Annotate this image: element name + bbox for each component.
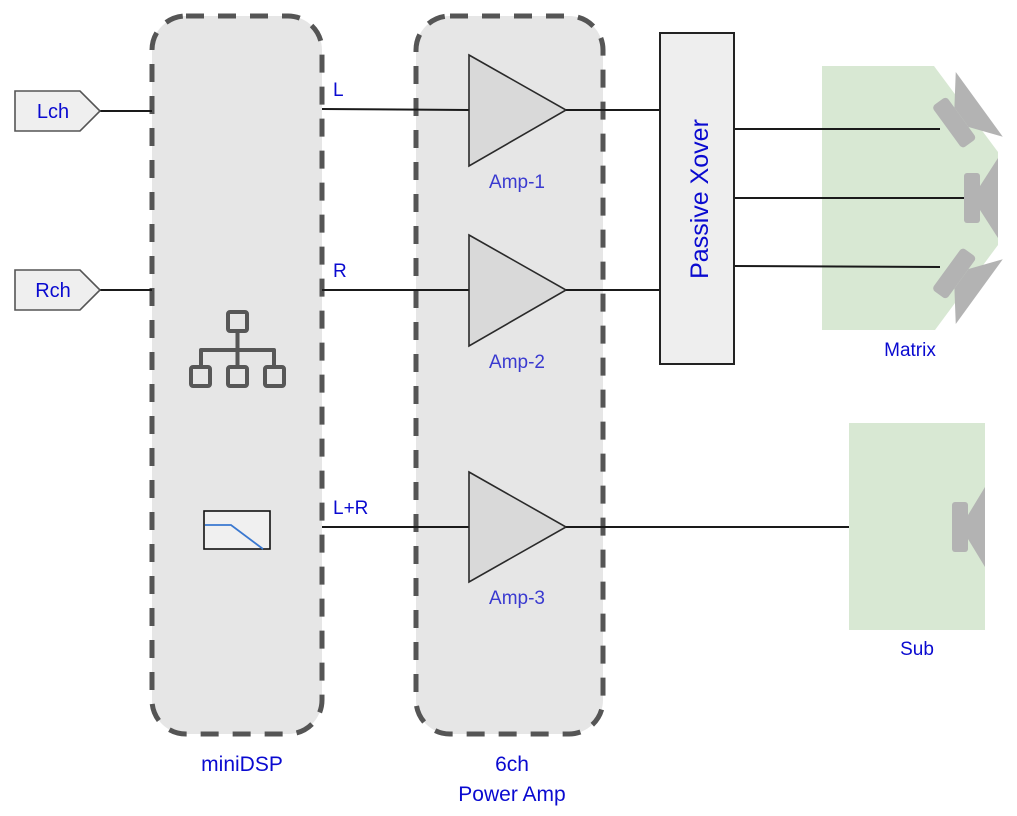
matrix-speaker[interactable]: Matrix <box>822 66 1003 361</box>
power-amp-container[interactable] <box>413 13 606 737</box>
wire-xover-to-driver-3 <box>733 265 941 268</box>
xover-label: Passive Xover <box>686 119 714 279</box>
sub-label: Sub <box>900 639 934 660</box>
power-amp-label-line2: Power Amp <box>458 783 565 806</box>
dsp-output-label-lr: L+R <box>333 498 368 519</box>
amp-2[interactable]: Amp-2 <box>468 233 568 373</box>
input-label-rch: Rch <box>35 280 71 302</box>
wire-dsp-l-to-amp1 <box>321 108 470 111</box>
sub-driver-icon <box>952 487 985 567</box>
matrix-driver-bottom-icon <box>933 248 1003 324</box>
input-port-rch[interactable]: Rch <box>14 269 102 311</box>
dsp-output-label-l: L <box>333 80 344 101</box>
amp-triangle[interactable] <box>468 233 568 348</box>
matrix-driver-middle-icon <box>964 158 998 238</box>
network-routing-icon <box>189 310 286 388</box>
amp-label: Amp-2 <box>489 352 545 373</box>
lowpass-filter-icon <box>203 510 271 550</box>
amp-triangle[interactable] <box>468 53 568 168</box>
sub-speaker[interactable]: Sub <box>849 423 985 660</box>
amp-1[interactable]: Amp-1 <box>468 53 568 193</box>
port-shape[interactable] <box>14 269 102 311</box>
amp-label: Amp-3 <box>489 588 545 609</box>
minidsp-label: miniDSP <box>201 753 283 776</box>
input-label-lch: Lch <box>37 101 69 123</box>
input-port-lch[interactable]: Lch <box>14 90 102 132</box>
matrix-driver-top-icon <box>933 72 1003 148</box>
power-amp-block[interactable] <box>413 13 606 737</box>
amp-triangle[interactable] <box>468 470 568 584</box>
amp-3[interactable]: Amp-3 <box>468 470 568 609</box>
passive-xover-block[interactable]: Passive Xover <box>659 32 735 365</box>
power-amp-label-line1: 6ch <box>495 753 529 776</box>
matrix-label: Matrix <box>884 340 936 361</box>
minidsp-block[interactable] <box>149 13 325 737</box>
xover-box[interactable] <box>659 32 735 365</box>
amp-label: Amp-1 <box>489 172 545 193</box>
minidsp-container[interactable] <box>149 13 325 737</box>
port-shape[interactable] <box>14 90 102 132</box>
dsp-output-label-r: R <box>333 261 347 282</box>
